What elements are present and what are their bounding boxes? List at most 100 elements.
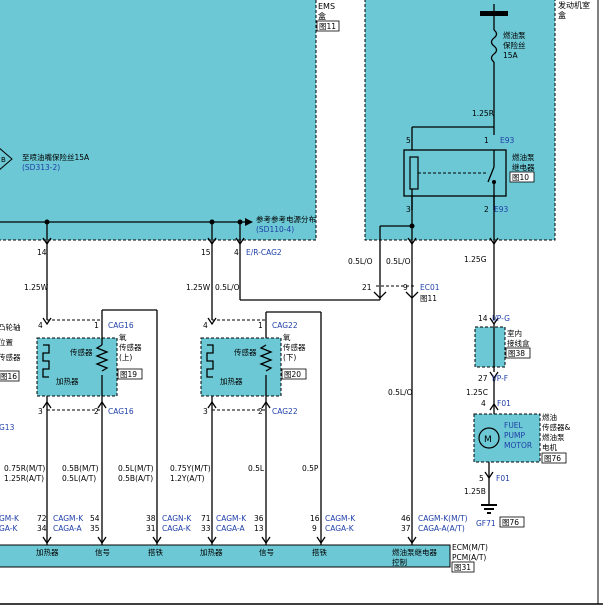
pump-label-1: FUEL [504, 421, 524, 430]
ecm-col-0-l2: CAGA-A [53, 524, 83, 533]
ems-subtitle: 盒 [318, 11, 326, 21]
ems-fuse-note: 至喷油嘴保险丝15A [22, 152, 90, 162]
junction-label-2: 接线盒 [507, 338, 530, 348]
pump-connector-top: F01 [497, 399, 511, 408]
wire-05b-at: 0.5B(A/T) [118, 474, 153, 483]
pump-cn-4: 电机 [542, 442, 557, 452]
ecm-col-0-at: 34 [37, 524, 47, 533]
junction-label-1: 室内 [507, 328, 522, 338]
ecm-col-4-mt: 36 [254, 514, 264, 523]
relay-pin-3: 3 [406, 205, 411, 214]
ecm-col-3-l2: CAGA-A [216, 524, 246, 533]
relay-ref: 图10 [512, 173, 529, 182]
pump-pin-top: 4 [481, 399, 486, 408]
ecm-col-1-at: 35 [90, 524, 100, 533]
ecm-col-6-at: 37 [401, 524, 411, 533]
relay-pin-5: 5 [406, 136, 411, 145]
ecm-left-l2: GA-K [0, 524, 18, 533]
ecm-bottom-0: 加热器 [36, 547, 59, 557]
ecm-col-3-at: 33 [201, 524, 211, 533]
wire-05p: 0.5P [302, 464, 319, 473]
wire-125g: 1.25G [464, 255, 487, 264]
pump-cn-1: 燃油 [542, 412, 557, 422]
fuse-line-3: 15A [503, 51, 519, 60]
pump-pin-bottom: 5 [479, 474, 484, 483]
fuse-line-2: 保险丝 [503, 40, 526, 50]
wire-05lo-d: 0.5L/O [388, 388, 413, 397]
ems-box [0, 0, 317, 241]
pump-label-3: MOTOR [504, 441, 532, 450]
sensor2-connector-top: CAG22 [272, 321, 298, 330]
sensor2-pin-4: 4 [203, 321, 208, 330]
wire-075y-mt: 0.75Y(M/T) [170, 464, 211, 473]
ems-title: EMS [318, 2, 335, 11]
ecm-bottom-6: 燃油泵继电器 [392, 547, 437, 557]
sensor1-ref: 图19 [120, 370, 137, 379]
wire-125w-2: 1.25W [186, 283, 211, 292]
ecm-bottom-7: 控制 [392, 557, 407, 567]
sensor1-pin-2: 2 [94, 407, 99, 416]
ecm-ref: 图31 [454, 563, 471, 572]
ems-fuse-ref: (SD313-2) [22, 163, 60, 172]
relay-pin-2: 2 [484, 205, 489, 214]
sensor1-pin-1: 1 [94, 321, 99, 330]
indoor-junction-box [474, 326, 506, 368]
left-cut-ref: 图16 [0, 372, 17, 381]
ecm-col-3-l1: CAGM-K [216, 514, 247, 523]
pump-motor-symbol: M [484, 435, 492, 445]
relay-label-1: 燃油泵 [512, 152, 535, 162]
ecm-col-2-mt: 38 [146, 514, 156, 523]
ecm-col-0-l1: CAGM-K [53, 514, 84, 523]
ecm-col-5-l1: CAGM-K [325, 514, 356, 523]
sensor2-pin-2: 2 [258, 407, 263, 416]
wire-05l-at: 0.5L(A/T) [62, 474, 96, 483]
ecm-box [0, 544, 451, 568]
ec01-pin-9: 9 [403, 283, 408, 292]
pump-ref: 图76 [544, 454, 561, 463]
wire-05l-mt: 0.5L(M/T) [118, 464, 154, 473]
left-cut-line-2: 位置 [0, 337, 13, 347]
ec01-connector: EC01 [420, 283, 440, 292]
engine-room-box [364, 0, 556, 241]
sensor2-o2-1: 氧 [283, 332, 291, 342]
fuse-line-1: 燃油泵 [503, 30, 526, 40]
sensor1-o2-2: 传感器 [119, 342, 142, 352]
ecm-col-2-at: 31 [146, 524, 156, 533]
sensor2-ref: 图20 [284, 370, 301, 379]
sensor1-sensor-label: 传感器 [70, 347, 93, 357]
relay-label-2: 继电器 [512, 162, 535, 172]
ecm-col-0: 72 34 CAGM-K CAGA-A [37, 514, 84, 533]
left-cut-line-1: 凸轮轴 [0, 322, 21, 332]
ems-pin-15: 15 [201, 248, 211, 257]
relay-connector-bottom: E93 [494, 205, 509, 214]
power-ref-text: 参考参考电源分布 [256, 214, 316, 224]
pump-label-2: PUMP [504, 431, 525, 440]
ecm-col-6-l1: CAGM-K(M/T) [418, 514, 468, 523]
sensor1-pin-4: 4 [38, 321, 43, 330]
power-ref-code: (SD110-4) [256, 225, 294, 234]
sensor2-pin-3: 3 [203, 407, 208, 416]
junction-ref: 图38 [508, 349, 525, 358]
ecm-bottom-3: 加热器 [200, 547, 223, 557]
junction-pin-top: 14 [478, 314, 488, 323]
sensor1-o2-1: 氧 [119, 332, 127, 342]
wire-05l: 0.5L [248, 464, 265, 473]
pump-cn-2: 传感器& [542, 422, 570, 432]
sensor1-connector-bottom: CAG16 [108, 407, 134, 416]
wire-05lo-c: 0.5L/O [215, 283, 240, 292]
ecm-col-5-l2: CAGA-K [325, 524, 355, 533]
ecm-col-5-mt: 16 [310, 514, 320, 523]
wire-125r-at: 1.25R(A/T) [4, 474, 44, 483]
pump-connector-bottom: F01 [496, 474, 510, 483]
ecm-col-1-mt: 54 [90, 514, 100, 523]
wire-05lo-b: 0.5L/O [386, 257, 411, 266]
ems-pin-4: 4 [234, 248, 239, 257]
wire-125b: 1.25B [464, 487, 486, 496]
ecm-bottom-1: 信号 [95, 547, 110, 557]
sensor1-heater-label: 加热器 [56, 376, 79, 386]
wire-125w-1: 1.25W [24, 283, 49, 292]
ems-ref: 图11 [319, 22, 336, 31]
wire-125c: 1.25C [466, 388, 488, 397]
fuel-pump-motor [473, 413, 541, 463]
